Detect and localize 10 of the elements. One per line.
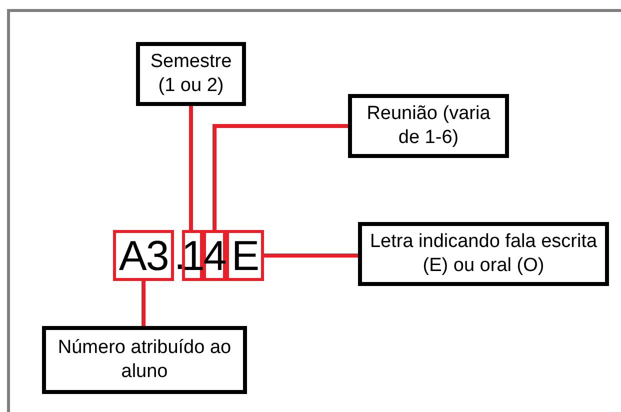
leader-line xyxy=(142,281,146,326)
leader-line xyxy=(264,254,358,258)
leader-line xyxy=(212,124,348,230)
code-segment: A3 xyxy=(113,230,174,281)
callout-box: Reunião (varia de 1-6) xyxy=(348,94,509,158)
code-segment: E xyxy=(226,230,264,281)
callout-box: Letra indicando fala escrita (E) ou oral (O) xyxy=(358,222,609,286)
callout-box: Semestre (1 ou 2) xyxy=(136,42,246,106)
leader-line xyxy=(189,106,193,230)
callout-box: Número atribuído ao aluno xyxy=(42,326,247,394)
